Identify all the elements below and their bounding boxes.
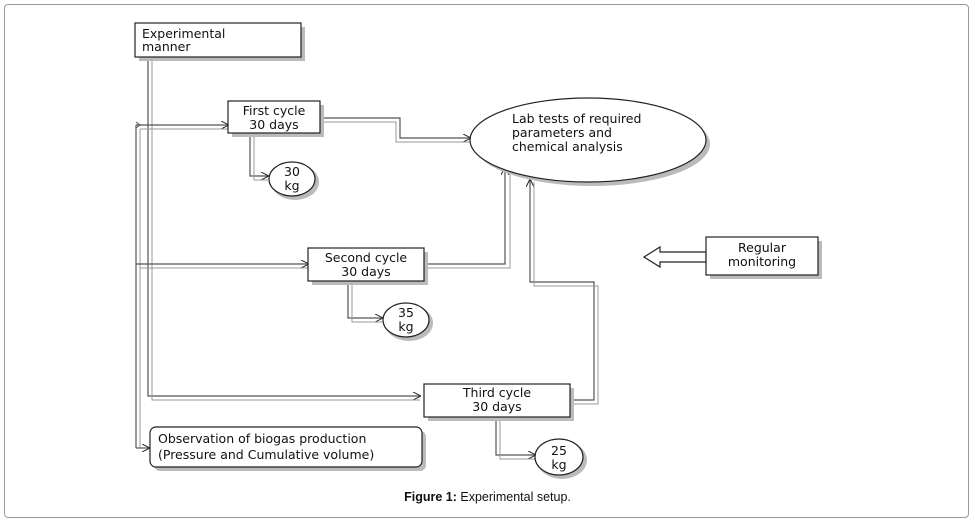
- lab-tests-ellipse: Lab tests of required parameters and che…: [469, 97, 710, 186]
- trunk-line: [147, 57, 420, 396]
- caption-label: Figure 1:: [404, 490, 457, 504]
- connectors: [135, 57, 599, 460]
- first-cycle-line-1: First cycle: [243, 103, 306, 118]
- weight-first-circle: 30 kg: [268, 161, 319, 200]
- weight-second-unit: kg: [398, 319, 413, 334]
- weight-second-circle: 35 kg: [382, 302, 433, 341]
- first-cycle-box: First cycle 30 days: [227, 100, 324, 137]
- third-cycle-line-1: Third cycle: [462, 385, 531, 400]
- weight-first-value: 30: [284, 164, 300, 179]
- observation-line-1: Observation of biogas production: [158, 431, 366, 446]
- weight-third-unit: kg: [551, 457, 566, 472]
- experimental-manner-line-1: Experimental: [142, 26, 225, 41]
- lab-tests-line-2: parameters and: [512, 125, 612, 140]
- weight-third-value: 25: [551, 443, 567, 458]
- second-cycle-line-1: Second cycle: [325, 250, 408, 265]
- experimental-manner-line-2: manner: [142, 39, 191, 54]
- second-cycle-box: Second cycle 30 days: [307, 247, 428, 285]
- first-cycle-line-2: 30 days: [249, 117, 298, 132]
- lab-tests-line-3: chemical analysis: [512, 139, 623, 154]
- second-to-weight-line: [347, 281, 382, 318]
- weight-second-value: 35: [398, 305, 414, 320]
- first-to-weight-line: [249, 133, 268, 176]
- first-to-lab-line: [320, 117, 470, 138]
- weight-third-circle: 25 kg: [534, 438, 587, 479]
- third-to-lab-line: [530, 180, 595, 401]
- lab-tests-line-1: Lab tests of required: [512, 111, 641, 126]
- third-cycle-box: Third cycle 30 days: [423, 383, 574, 421]
- regular-monitoring-group: Regular monitoring: [642, 236, 822, 279]
- regular-monitoring-line-2: monitoring: [728, 254, 796, 269]
- second-to-lab-line: [424, 168, 505, 265]
- experimental-manner-box: Experimental manner: [134, 22, 305, 61]
- weight-first-unit: kg: [284, 178, 299, 193]
- third-cycle-line-2: 30 days: [472, 399, 521, 414]
- third-to-weight-line: [495, 417, 535, 455]
- observation-box: Observation of biogas production (Pressu…: [149, 426, 426, 471]
- figure-caption: Figure 1: Experimental setup.: [0, 490, 975, 504]
- figure-frame: [4, 4, 969, 518]
- observation-line-2: (Pressure and Cumulative volume): [158, 447, 374, 462]
- caption-text: Experimental setup.: [456, 490, 571, 504]
- second-cycle-line-2: 30 days: [341, 264, 390, 279]
- trunk-line-shadow: [151, 57, 420, 401]
- regular-monitoring-arrow: [642, 245, 707, 269]
- regular-monitoring-line-1: Regular: [738, 240, 787, 255]
